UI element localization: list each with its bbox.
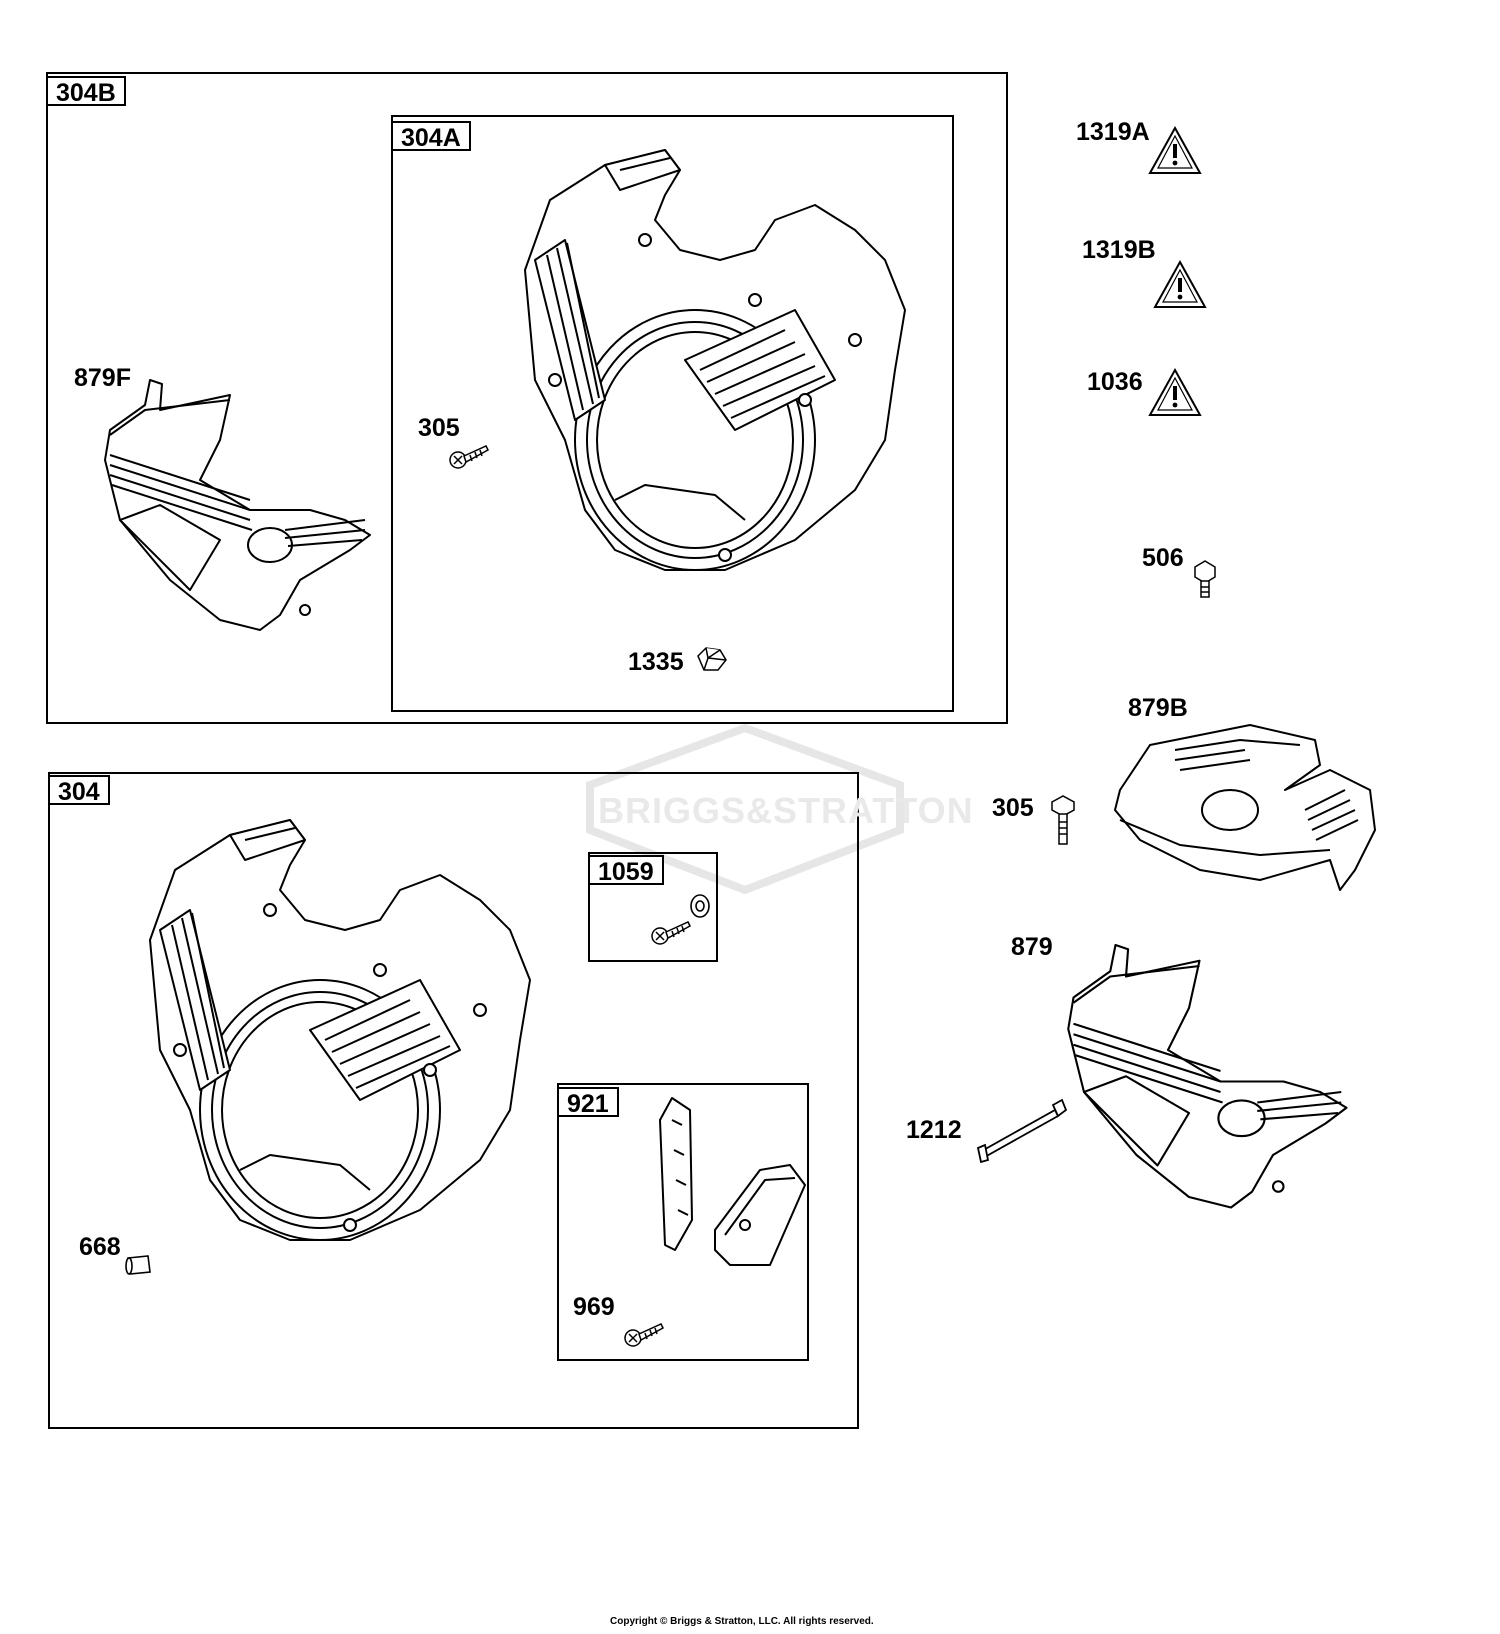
group-label-304A: 304A <box>391 121 471 152</box>
warning-1036 <box>1149 369 1201 416</box>
group-304A-frame <box>391 115 954 712</box>
part-668-spacer <box>125 1255 151 1275</box>
callout-1319A: 1319A <box>1076 118 1150 146</box>
watermark-outline <box>586 723 904 895</box>
part-921-baffle <box>659 1097 806 1266</box>
warning-1319B <box>1154 261 1206 308</box>
callout-1036: 1036 <box>1087 368 1143 396</box>
callout-305-right: 305 <box>992 794 1034 822</box>
part-879B-cover <box>1114 724 1376 891</box>
watermark-text: BRIGGS&STRATTON <box>598 790 974 831</box>
part-506-bolt <box>1194 560 1216 598</box>
callout-879F: 879F <box>74 364 131 392</box>
callout-879: 879 <box>1011 933 1053 961</box>
group-label-1059: 1059 <box>588 855 664 886</box>
warning-1319A <box>1149 127 1201 174</box>
group-304-frame <box>48 772 859 1429</box>
part-305-bolt <box>1051 795 1075 845</box>
callout-668: 668 <box>79 1233 121 1261</box>
group-label-921: 921 <box>557 1087 619 1118</box>
group-label-304B: 304B <box>46 76 126 107</box>
callout-879B: 879B <box>1128 694 1188 722</box>
part-1335-nut <box>697 647 727 671</box>
part-1212-stud <box>976 1098 1068 1164</box>
callout-1212: 1212 <box>906 1116 962 1144</box>
callout-1335: 1335 <box>628 648 684 676</box>
callout-1319B: 1319B <box>1082 236 1156 264</box>
callout-506: 506 <box>1142 544 1184 572</box>
group-921-frame <box>557 1083 809 1361</box>
copyright-notice: Copyright © Briggs & Stratton, LLC. All … <box>610 1616 874 1627</box>
group-304B-frame <box>46 72 1008 724</box>
callout-305-left: 305 <box>418 414 460 442</box>
group-label-304: 304 <box>48 775 110 806</box>
part-1059-washer <box>690 894 710 918</box>
part-879-cover <box>1067 943 1348 1209</box>
group-1059-frame <box>588 852 718 962</box>
callout-969: 969 <box>573 1293 615 1321</box>
